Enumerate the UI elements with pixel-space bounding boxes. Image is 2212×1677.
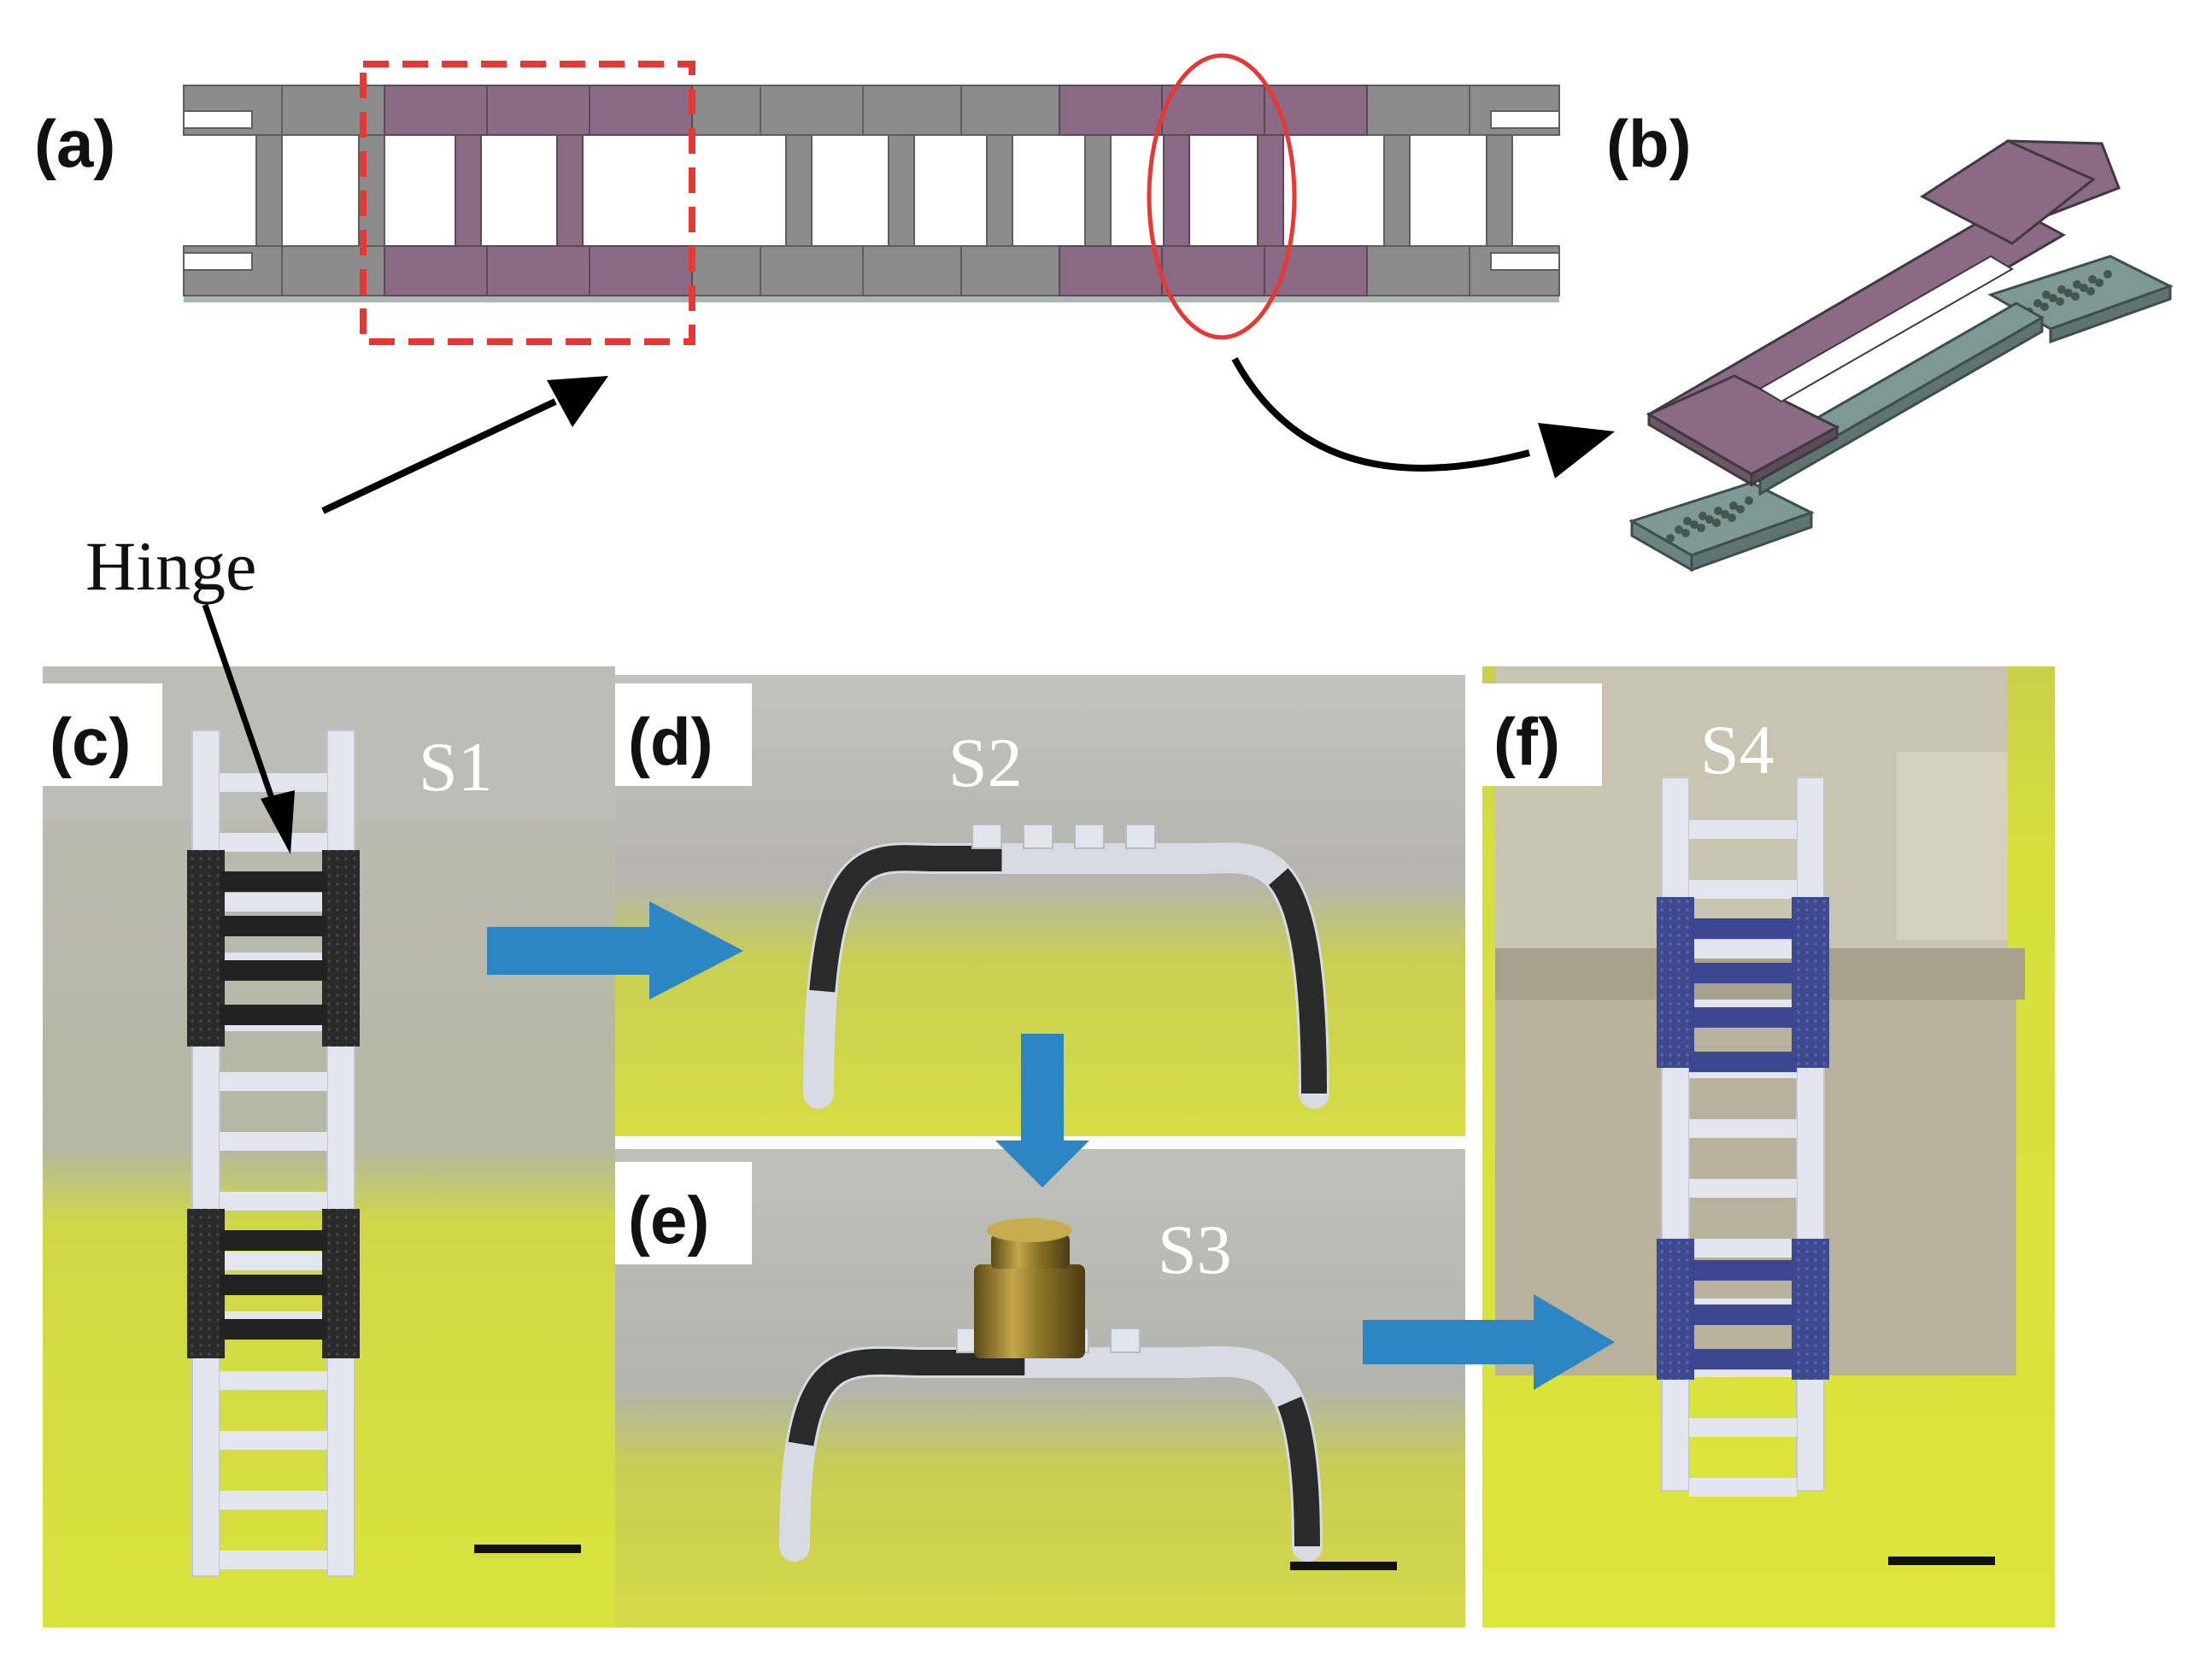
panel-b-drawing — [1628, 139, 2174, 572]
ladder-rung — [220, 893, 327, 912]
hinge-highlight-box — [360, 61, 695, 345]
rung — [1383, 134, 1411, 247]
pin-dot — [1745, 496, 1753, 505]
arrow-to-panel-b — [1231, 357, 1615, 478]
pin-dot — [2042, 290, 2051, 299]
pin-dot — [1675, 525, 1683, 534]
pin-dot — [1666, 534, 1675, 542]
rung — [255, 134, 283, 247]
pin-dot — [2088, 275, 2097, 284]
ladder-rung — [1689, 1418, 1797, 1437]
pin-dot — [2086, 287, 2095, 296]
hinge-detail-ellipse — [1147, 53, 1297, 340]
panel-e-photo — [615, 1149, 1465, 1627]
panel-d-label-bg — [615, 683, 752, 786]
hinge-segments-right — [1059, 85, 1368, 296]
scale-bar-e — [1290, 1562, 1397, 1570]
pin-dot — [1729, 501, 1738, 510]
ladder-rung — [220, 1072, 327, 1091]
panel-label-f: (f) — [1493, 704, 1560, 779]
ladder-rung — [220, 773, 327, 792]
ladder-rung — [220, 1132, 327, 1151]
pin-dot — [2056, 297, 2064, 306]
ladder-rung — [220, 833, 327, 852]
hinge-segments-left — [384, 85, 693, 296]
arrow-d-to-e — [995, 1034, 1089, 1187]
pin-dot — [1699, 512, 1707, 520]
panel-a-drawing — [183, 53, 1560, 345]
ladder-rung — [1689, 1179, 1797, 1198]
ladder-rung — [220, 1371, 327, 1390]
pin-dot — [2064, 289, 2073, 297]
pin-dot — [1712, 519, 1721, 527]
arrow-c-to-d — [487, 901, 743, 1000]
pin-dot — [1683, 517, 1692, 525]
weight — [974, 1218, 1085, 1358]
pin-dot — [1714, 507, 1722, 515]
pin-dot — [2103, 270, 2112, 279]
state-label-s3: S3 — [1158, 1211, 1232, 1288]
rung — [986, 134, 1013, 247]
rung — [1486, 134, 1513, 247]
ladder-rung — [1689, 1239, 1797, 1258]
scale-bar-f — [1888, 1557, 1995, 1565]
panel-label-c: (c) — [50, 704, 131, 779]
panel-f-photo — [1482, 666, 2055, 1627]
pin-dot — [1705, 515, 1714, 524]
pin-dot — [2071, 292, 2080, 301]
pin-dot — [2057, 285, 2066, 294]
pin-dot — [1728, 513, 1736, 522]
arrow-e-to-f — [1363, 1294, 1615, 1390]
scale-bar-c — [474, 1545, 581, 1553]
ladder-rung — [1689, 820, 1797, 839]
panel-e-label-bg — [615, 1162, 752, 1264]
panel-d-photo — [615, 675, 1465, 1136]
panel-label-e: (e) — [628, 1182, 709, 1258]
pin-dot — [1721, 510, 1729, 519]
rung — [888, 134, 915, 247]
pin-dot — [2073, 280, 2081, 289]
hinge-label: Hinge — [85, 527, 256, 605]
panel-c-label-bg — [43, 683, 162, 786]
pin-dot — [1690, 520, 1699, 529]
pin-dot — [1697, 524, 1705, 532]
arrow-hinge-to-a — [321, 376, 608, 514]
pin-dot — [1736, 505, 1745, 513]
arrow-hinge-to-c — [202, 603, 295, 854]
ladder-rung — [1689, 1478, 1797, 1497]
panel-label-b: (b) — [1606, 106, 1692, 181]
pin-dot — [2040, 302, 2049, 311]
pin-dot — [2033, 299, 2042, 308]
ladder-rung — [1689, 880, 1797, 899]
pin-dot — [2049, 294, 2057, 302]
rung — [785, 134, 813, 247]
ladder-rung — [220, 1431, 327, 1450]
pin-dot — [2095, 279, 2103, 287]
pin-dot — [2080, 284, 2088, 292]
state-label-s2: S2 — [948, 724, 1023, 801]
state-label-s4: S4 — [1700, 711, 1775, 789]
ladder-rung — [220, 1192, 327, 1211]
panel-label-d: (d) — [628, 704, 713, 779]
ladder-rung — [220, 1551, 327, 1569]
ladder-rung — [1689, 1119, 1797, 1138]
state-label-s1: S1 — [419, 728, 493, 806]
ladder-rung — [220, 1252, 327, 1270]
rung — [1084, 134, 1112, 247]
panel-label-a: (a) — [34, 106, 115, 181]
panel-c-photo — [43, 666, 615, 1627]
ladder-rung — [1689, 940, 1797, 959]
panel-f-label-bg — [1482, 683, 1602, 786]
pin-dot — [1681, 529, 1690, 537]
ladder-rung — [220, 1491, 327, 1510]
